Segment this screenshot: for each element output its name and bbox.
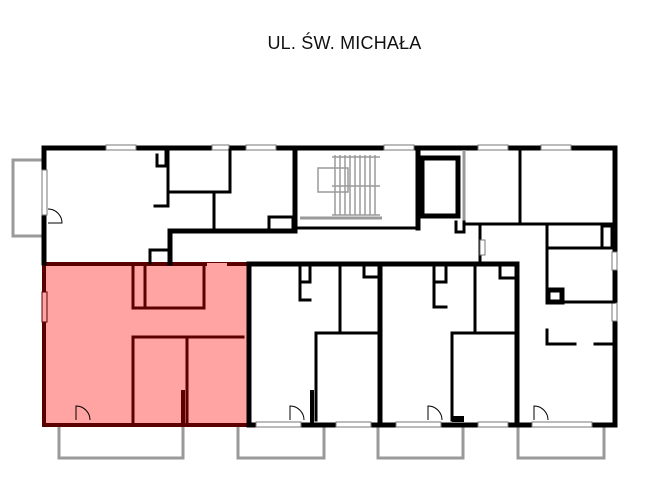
balcony-4	[516, 427, 606, 460]
balcony-2	[236, 427, 326, 460]
interior-walls	[47, 145, 616, 428]
balconies	[11, 158, 606, 460]
balcony-west	[11, 158, 42, 238]
elevator	[419, 155, 461, 219]
apartment-bottom-left[interactable]	[41, 262, 251, 427]
balcony-3	[376, 427, 465, 460]
staircase	[317, 155, 380, 216]
exterior-walls	[41, 144, 618, 428]
balcony-1	[57, 427, 185, 460]
street-label: UL. ŚW. MICHAŁA	[267, 33, 422, 53]
